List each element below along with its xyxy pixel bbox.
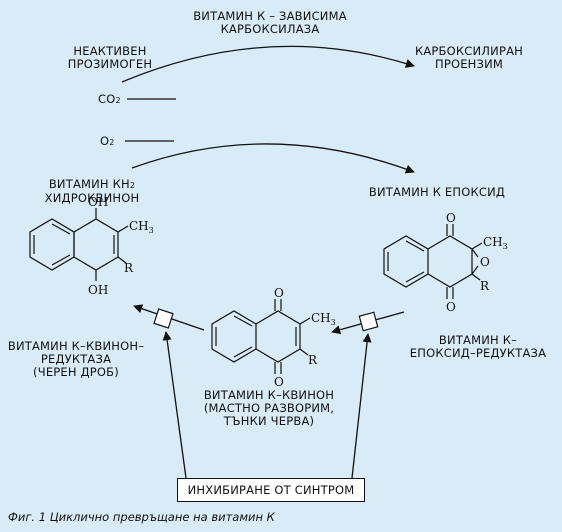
- hydroquinone-line2: ХИДРОКВИНОН: [44, 191, 140, 205]
- arrow-hydroquinone-to-epoxide: [131, 143, 415, 174]
- enzyme-title: ВИТАМИН К – ЗАВИСИМА КАРБОКСИЛАЗА: [180, 10, 360, 36]
- hydroquinone-line1-text: ВИТАМИН КН: [48, 177, 130, 191]
- epoxide-reductase-line2: ЕПОКСИД–РЕДУКТАЗА: [409, 346, 547, 360]
- quinone-line3: ТЪНКИ ЧЕРВА): [223, 414, 315, 428]
- enzyme-title-line2: КАРБОКСИЛАЗА: [220, 22, 320, 36]
- quinone-r: R: [308, 353, 318, 367]
- epoxide-reductase-label: ВИТАМИН К– ЕПОКСИД–РЕДУКТАЗА: [408, 334, 548, 360]
- hydroquinone-methyl: CH3: [129, 219, 154, 235]
- epoxide-reductase-line1: ВИТАМИН К–: [438, 333, 518, 347]
- quinone-o-bottom: O: [274, 375, 284, 389]
- enzyme-square-right: [358, 311, 379, 332]
- inhibition-box: ИНХИБИРАНЕ ОТ СИНТРОМ: [177, 478, 365, 502]
- co2-subscript: 2: [115, 96, 121, 105]
- quinone-line1: ВИТАМИН К–КВИНОН: [203, 388, 335, 402]
- prozymogen-line2: ПРОЗИМОГЕН: [67, 57, 153, 71]
- enzyme-title-line1: ВИТАМИН К – ЗАВИСИМА: [193, 9, 347, 23]
- quinone-reductase-line1: ВИТАМИН К–КВИНОН–: [7, 339, 145, 353]
- quinone-reductase-label: ВИТАМИН К–КВИНОН– РЕДУКТАЗА (ЧЕРЕН ДРОБ): [6, 340, 146, 379]
- quinone-reductase-line3: (ЧЕРЕН ДРОБ): [33, 365, 119, 379]
- quinone-o-top: O: [274, 286, 284, 300]
- inhibition-arrow-right: [351, 333, 372, 479]
- quinone-label: ВИТАМИН К–КВИНОН (МАСТНО РАЗВОРИМ, ТЪНКИ…: [194, 389, 344, 428]
- proenzyme-line2: ПРОЕНЗИМ: [434, 57, 504, 71]
- epoxide-o-bottom: O: [446, 300, 456, 314]
- arrow-prozymogen-to-proenzyme: [121, 45, 415, 83]
- quinone-methyl: CH3: [311, 311, 336, 327]
- figure-caption: Фиг. 1 Циклично превръщане на витамин К: [8, 510, 275, 524]
- hydroquinone-subscript: 2: [129, 181, 136, 190]
- epoxide-molecule: [383, 224, 483, 299]
- hydroquinone-oh-bottom: OH: [88, 283, 108, 297]
- epoxide-text: ВИТАМИН К ЕПОКСИД: [368, 185, 506, 199]
- inhibition-arrow-left: [162, 331, 187, 479]
- o2-subscript: 2: [109, 138, 115, 147]
- enzyme-square-left: [153, 308, 174, 329]
- epoxide-r: R: [480, 279, 490, 293]
- quinone-molecule: [211, 299, 311, 374]
- o2-text: O: [100, 134, 110, 148]
- o2-label: O2: [100, 135, 115, 149]
- epoxide-methyl: CH3: [483, 235, 508, 251]
- proenzyme-line1: КАРБОКСИЛИРАН: [414, 44, 523, 58]
- prozymogen-line1: НЕАКТИВЕН: [73, 44, 147, 58]
- epoxide-label: ВИТАМИН К ЕПОКСИД: [362, 186, 512, 199]
- epoxide-o-bridge: O: [480, 255, 490, 269]
- co2-text: CO: [98, 92, 116, 106]
- hydroquinone-molecule: [29, 208, 129, 281]
- quinone-reductase-line2: РЕДУКТАЗА: [40, 352, 112, 366]
- co2-label: CO2: [98, 93, 121, 107]
- prozymogen-label: НЕАКТИВЕН ПРОЗИМОГЕН: [60, 45, 160, 71]
- hydroquinone-r: R: [124, 261, 134, 275]
- epoxide-o-top: O: [446, 211, 456, 225]
- hydroquinone-oh-top: OH: [88, 195, 108, 209]
- hydroquinone-line1: ВИТАМИН КН2: [22, 178, 162, 192]
- proenzyme-label: КАРБОКСИЛИРАН ПРОЕНЗИМ: [414, 45, 524, 71]
- quinone-line2: (МАСТНО РАЗВОРИМ,: [203, 401, 335, 415]
- hydroquinone-label: ВИТАМИН КН2 ХИДРОКВИНОН: [22, 178, 162, 205]
